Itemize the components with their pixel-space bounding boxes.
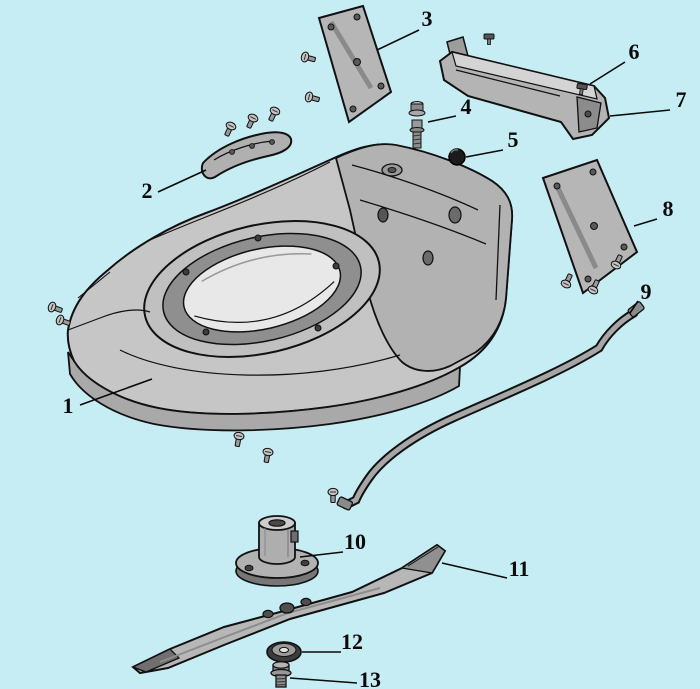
rear-support-bracket [438, 36, 611, 141]
leader-lines [79, 29, 671, 684]
leader-line-1 [79, 378, 153, 406]
leader-line-4 [427, 115, 457, 123]
part-label-3: 3 [422, 6, 433, 31]
part-label-11: 11 [509, 556, 530, 581]
right-baffle-plate [541, 158, 639, 296]
leader-line-3 [376, 29, 420, 51]
blade-bolt [270, 661, 292, 688]
leader-line-5 [465, 149, 504, 158]
leader-line-8 [633, 218, 658, 227]
part-label-6: 6 [629, 39, 640, 64]
part-label-2: 2 [142, 178, 153, 203]
part-label-9: 9 [641, 279, 652, 304]
part-label-8: 8 [663, 196, 674, 221]
plug-cap [448, 148, 466, 166]
mower-deck-illustration [46, 143, 514, 503]
leader-line-11 [441, 562, 508, 579]
left-baffle-plate [299, 4, 393, 124]
part-label-7: 7 [676, 87, 687, 112]
part-label-10: 10 [344, 529, 366, 554]
front-bracket [200, 105, 293, 180]
mower-blade [131, 543, 447, 675]
part-label-5: 5 [508, 127, 519, 152]
part-labels: 1 2 3 4 5 6 7 8 9 10 11 12 13 [63, 6, 687, 689]
leader-line-2 [157, 169, 207, 193]
part-label-4: 4 [461, 94, 472, 119]
support-rod [336, 301, 645, 511]
leader-line-7 [609, 109, 671, 117]
bolt-fitting [408, 101, 426, 149]
leader-line-10 [299, 551, 344, 558]
leader-line-13 [289, 677, 358, 684]
part-label-12: 12 [341, 629, 363, 654]
part-label-13: 13 [359, 667, 381, 689]
leader-line-9 [629, 300, 639, 314]
leader-line-6 [589, 61, 626, 85]
part-label-1: 1 [63, 393, 74, 418]
blade-adapter [235, 515, 319, 587]
blade-washer [266, 641, 302, 663]
